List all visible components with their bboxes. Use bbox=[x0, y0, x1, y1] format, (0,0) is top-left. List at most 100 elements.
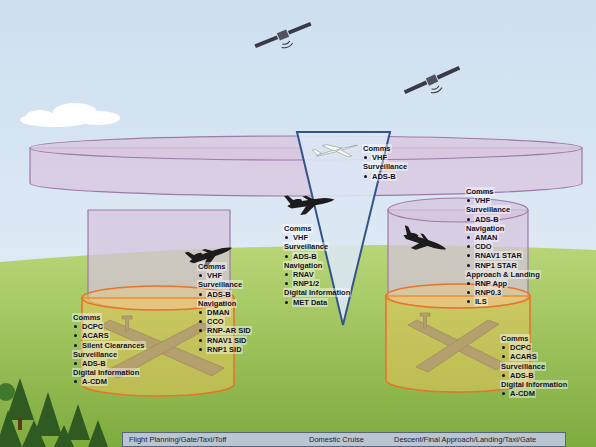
section-heading: Navigation bbox=[465, 224, 505, 233]
label-text: Surveillance bbox=[197, 280, 243, 289]
label-text: Comms bbox=[362, 144, 392, 153]
bullet-item: ADS-B bbox=[206, 290, 232, 299]
label-text: RNAV1 SID bbox=[206, 336, 247, 345]
bullet-item: RNAV1 SID bbox=[206, 336, 247, 345]
phase-label: Domestic Cruise bbox=[309, 435, 364, 444]
label-text: RNP1/2 bbox=[292, 279, 320, 288]
label-text: Surveillance bbox=[72, 350, 118, 359]
bullet-dot bbox=[364, 175, 367, 178]
label-text: CCO bbox=[206, 317, 225, 326]
bullet-dot bbox=[74, 362, 77, 365]
label-text: MET Data bbox=[292, 298, 328, 307]
bullet-dot bbox=[74, 344, 77, 347]
label-text: Comms bbox=[72, 313, 102, 322]
bullet-item: VHF bbox=[371, 153, 388, 162]
bullet-item: RNP1/2 bbox=[292, 279, 320, 288]
bullet-item: RNAV1 STAR bbox=[474, 251, 523, 260]
bullet-item: VHF bbox=[206, 271, 223, 280]
bullet-item: DMAN bbox=[206, 308, 231, 317]
section-heading: Surveillance bbox=[283, 242, 329, 251]
bullet-dot bbox=[199, 348, 202, 351]
label-text: Digital Information bbox=[500, 380, 568, 389]
label-text: DCPC bbox=[509, 343, 532, 352]
section-heading: Digital Information bbox=[283, 288, 351, 297]
label-text: Navigation bbox=[465, 224, 505, 233]
label-text: ADS-B bbox=[474, 215, 500, 224]
label-text: ADS-B bbox=[292, 252, 318, 261]
section-heading: Digital Information bbox=[72, 368, 140, 377]
bullet-dot bbox=[285, 255, 288, 258]
label-text: RNP1 STAR bbox=[474, 261, 518, 270]
section-heading: Navigation bbox=[197, 299, 237, 308]
section-heading: Comms bbox=[197, 262, 227, 271]
label-text: ACARS bbox=[81, 331, 110, 340]
label-text: Surveillance bbox=[283, 242, 329, 251]
label-text: Approach & Landing bbox=[465, 270, 541, 279]
label-text: RNP App bbox=[474, 279, 508, 288]
label-text: DCPC bbox=[81, 322, 104, 331]
label-text: RNAV1 STAR bbox=[474, 251, 523, 260]
section-heading: Surveillance bbox=[465, 205, 511, 214]
label-text: VHF bbox=[206, 271, 223, 280]
label-text: ADS-B bbox=[509, 371, 535, 380]
label-text: DMAN bbox=[206, 308, 231, 317]
label-text: Surveillance bbox=[465, 205, 511, 214]
label-text: Digital Information bbox=[72, 368, 140, 377]
label-text: VHF bbox=[474, 196, 491, 205]
label-text: Surveillance bbox=[362, 162, 408, 171]
section-heading: Surveillance bbox=[500, 362, 546, 371]
bullet-item: ACARS bbox=[81, 331, 110, 340]
bullet-dot bbox=[467, 218, 470, 221]
label-text: ACARS bbox=[509, 352, 538, 361]
label-text: RNP-AR SID bbox=[206, 326, 252, 335]
bullet-item: ACARS bbox=[509, 352, 538, 361]
label-text: CDO bbox=[474, 242, 493, 251]
label-text: VHF bbox=[292, 233, 309, 242]
label-text: Navigation bbox=[197, 299, 237, 308]
section-heading: Digital Information bbox=[500, 380, 568, 389]
bullet-item: Silent Clearances bbox=[81, 341, 146, 350]
bullet-item: AMAN bbox=[474, 233, 499, 242]
bullet-dot bbox=[285, 273, 288, 276]
bullet-item: RNAV bbox=[292, 270, 315, 279]
section-heading: Comms bbox=[283, 224, 313, 233]
bullet-dot bbox=[502, 374, 505, 377]
bullet-dot bbox=[199, 293, 202, 296]
bullet-item: CDO bbox=[474, 242, 493, 251]
label-text: ADS-B bbox=[81, 359, 107, 368]
label-text: A-CDM bbox=[509, 389, 536, 398]
bullet-item: ADS-B bbox=[474, 215, 500, 224]
bullet-item: A-CDM bbox=[509, 389, 536, 398]
phase-label: Flight Planning/Gate/Taxi/Toff bbox=[129, 435, 226, 444]
bullet-item: RNP1 STAR bbox=[474, 261, 518, 270]
bullet-dot bbox=[467, 236, 470, 239]
bullet-item: RNP0.3 bbox=[474, 288, 502, 297]
section-heading: Surveillance bbox=[72, 350, 118, 359]
section-heading: Surveillance bbox=[362, 162, 408, 171]
section-heading: Comms bbox=[72, 313, 102, 322]
label-text: Comms bbox=[197, 262, 227, 271]
label-text: RNP1 SID bbox=[206, 345, 243, 354]
bullet-dot bbox=[467, 264, 470, 267]
bullet-item: ADS-B bbox=[371, 172, 397, 181]
bullet-item: VHF bbox=[474, 196, 491, 205]
label-text: A-CDM bbox=[81, 377, 108, 386]
bullet-item: RNP1 SID bbox=[206, 345, 243, 354]
bullet-dot bbox=[285, 301, 288, 304]
label-text: ILS bbox=[474, 297, 488, 306]
bullet-item: MET Data bbox=[292, 298, 328, 307]
label-text: Comms bbox=[283, 224, 313, 233]
bullet-item: DCPC bbox=[509, 343, 532, 352]
bullet-item: RNP-AR SID bbox=[206, 326, 252, 335]
bullet-item: VHF bbox=[292, 233, 309, 242]
bullet-item: ADS-B bbox=[81, 359, 107, 368]
label-text: Surveillance bbox=[500, 362, 546, 371]
section-heading: Navigation bbox=[283, 261, 323, 270]
bullet-item: DCPC bbox=[81, 322, 104, 331]
section-heading: Comms bbox=[465, 187, 495, 196]
label-text: AMAN bbox=[474, 233, 499, 242]
label-text: Comms bbox=[500, 334, 530, 343]
phase-label: Descent/Final Approach/Landing/Taxi/Gate bbox=[394, 435, 536, 444]
bullet-item: CCO bbox=[206, 317, 225, 326]
